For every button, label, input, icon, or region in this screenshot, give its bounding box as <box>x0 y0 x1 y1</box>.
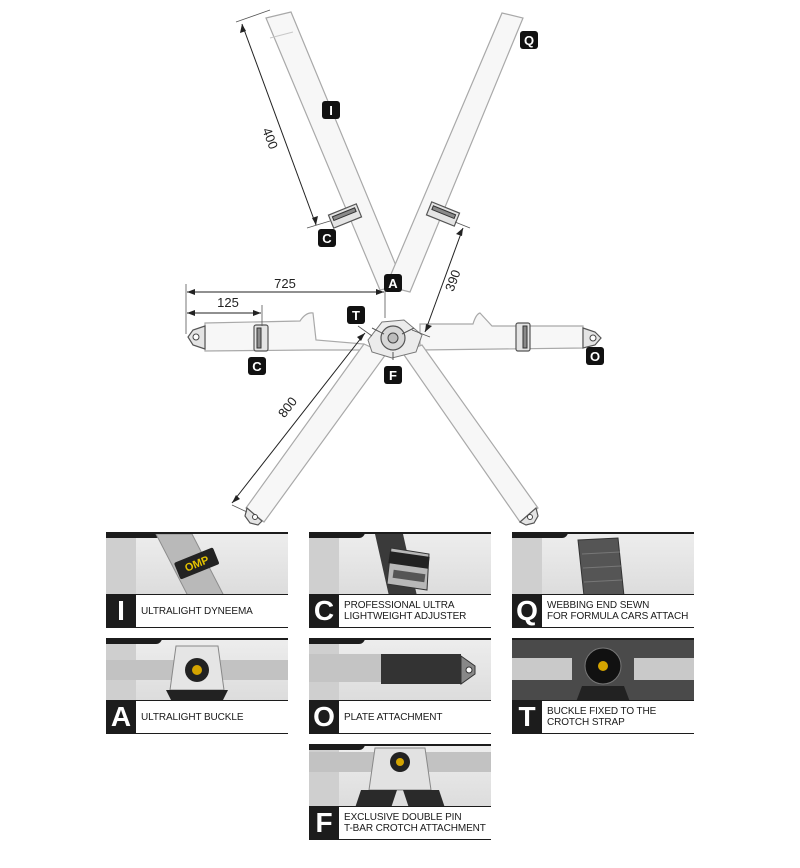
svg-text:I: I <box>329 103 333 118</box>
left-lap-adjuster <box>253 324 269 352</box>
adjuster-photo <box>309 532 491 596</box>
svg-text:C: C <box>252 359 262 374</box>
right-end-plate <box>582 327 602 349</box>
svg-text:O: O <box>590 349 600 364</box>
tag-O: O <box>586 347 604 365</box>
lower-left-end-plate <box>244 506 263 526</box>
feature-card-I: OMP I ULTRALIGHT DYNEEMA <box>106 532 288 628</box>
tag-C-lap: C <box>248 357 266 375</box>
right-shoulder-strap <box>385 12 524 293</box>
tag-T: T <box>347 306 365 324</box>
right-lap-adjuster <box>515 322 531 352</box>
tag-A: A <box>384 274 402 292</box>
svg-text:F: F <box>389 368 397 383</box>
harness-diagram: 400 725 125 390 800 I Q <box>185 9 604 526</box>
feature-caption: A ULTRALIGHT BUCKLE <box>106 700 288 734</box>
webbing-end-photo <box>512 532 694 596</box>
feature-caption: I ULTRALIGHT DYNEEMA <box>106 594 288 628</box>
svg-text:C: C <box>322 231 332 246</box>
feature-letter: Q <box>512 595 542 627</box>
dimension-400-label: 400 <box>259 126 281 152</box>
left-crotch-strap <box>245 343 387 523</box>
feature-card-A: A ULTRALIGHT BUCKLE <box>106 638 288 734</box>
right-lap-belt <box>419 312 584 351</box>
upper-left-adjuster <box>327 203 363 229</box>
svg-text:T: T <box>352 308 360 323</box>
svg-text:Q: Q <box>524 33 534 48</box>
dimension-390-label: 390 <box>442 268 464 294</box>
tag-C-upper: C <box>318 229 336 247</box>
left-end-plate <box>187 325 206 350</box>
left-lap-belt <box>204 312 365 352</box>
feature-letter: O <box>309 701 339 733</box>
tag-F: F <box>384 366 402 384</box>
central-buckle <box>367 319 423 360</box>
dimension-800: 800 <box>231 325 373 513</box>
plate-attachment-photo <box>309 638 491 702</box>
feature-letter: C <box>309 595 339 627</box>
feature-letter: T <box>512 701 542 733</box>
dimension-800-label: 800 <box>275 394 300 420</box>
dimension-125-label: 125 <box>217 295 239 310</box>
feature-card-O: O PLATE ATTACHMENT <box>309 638 491 734</box>
tag-Q: Q <box>520 31 538 49</box>
omp-logo-patch: OMP <box>174 547 219 580</box>
crotch-buckle-photo <box>512 638 694 702</box>
svg-text:A: A <box>388 276 398 291</box>
lower-right-end-plate <box>518 506 539 526</box>
feature-letter: F <box>309 807 339 839</box>
dimension-725: 725 <box>185 276 386 334</box>
feature-caption: O PLATE ATTACHMENT <box>309 700 491 734</box>
buckle-photo <box>106 638 288 702</box>
feature-description: ULTRALIGHT DYNEEMA <box>141 605 253 617</box>
t-bar-photo <box>309 744 491 808</box>
dimension-390: 390 <box>411 221 471 338</box>
dimension-125: 125 <box>187 295 263 326</box>
feature-letter: A <box>106 701 136 733</box>
feature-letter: I <box>106 595 136 627</box>
feature-description: PLATE ATTACHMENT <box>344 711 443 723</box>
dyneema-strap-photo: OMP <box>106 532 288 596</box>
tag-I: I <box>322 101 340 119</box>
right-crotch-strap <box>401 344 539 523</box>
upper-right-adjuster <box>425 201 461 227</box>
dimension-400: 400 <box>235 9 331 229</box>
feature-description: ULTRALIGHT BUCKLE <box>141 711 244 723</box>
dimension-725-label: 725 <box>274 276 296 291</box>
left-shoulder-strap <box>265 11 405 291</box>
